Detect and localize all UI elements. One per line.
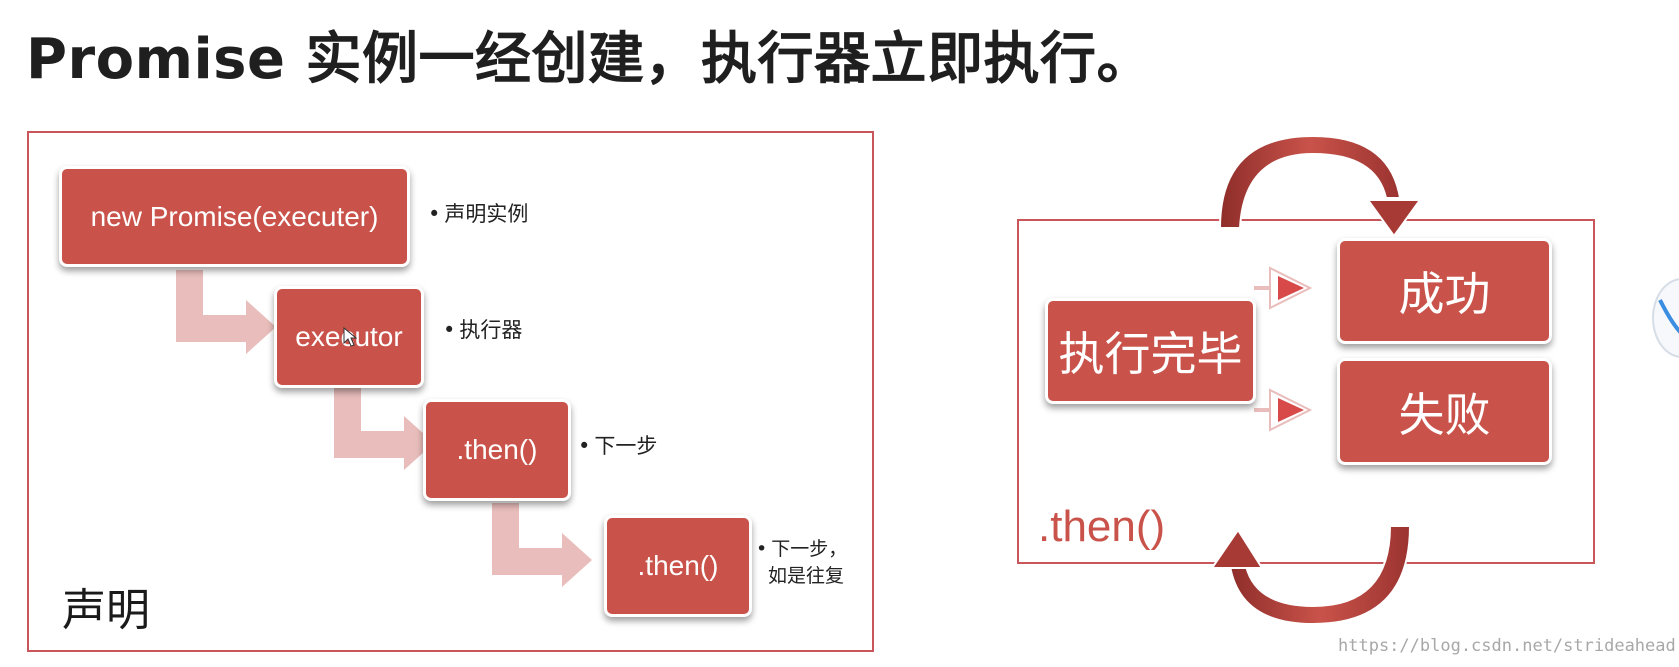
connector-failure	[1254, 388, 1313, 432]
step-then-1: .then()	[423, 399, 571, 501]
then-panel	[1017, 219, 1595, 564]
cycle-arc-bottom-icon	[1210, 525, 1412, 626]
connector-arrow-2	[334, 386, 434, 470]
step-label: .then()	[637, 550, 719, 581]
side-widget-icon[interactable]	[1652, 278, 1679, 358]
step-note-repeat: •下一步， 如是往复	[756, 538, 848, 587]
step-note-executor: •执行器	[443, 318, 523, 342]
cycle-arc-top-icon	[1218, 134, 1422, 238]
box-done: 执行完毕	[1045, 298, 1256, 404]
step-new-promise: new Promise(executer)	[59, 166, 410, 267]
step-note-next: •下一步	[578, 434, 658, 458]
connector-success	[1254, 266, 1313, 310]
step-label: new Promise(executer)	[90, 200, 379, 232]
watermark: https://blog.csdn.net/strideahead	[1338, 636, 1676, 656]
page-title: Promise 实例一经创建，执行器立即执行。	[26, 27, 1153, 92]
mouse-cursor-icon	[343, 327, 357, 347]
step-note-declare: •声明实例	[428, 202, 529, 226]
then-label: .then()	[1038, 502, 1166, 551]
connector-arrow-1	[176, 270, 276, 354]
step-then-2: .then()	[604, 515, 752, 617]
declaration-label: 声明	[62, 585, 150, 636]
connector-arrow-3	[492, 503, 592, 587]
box-success: 成功	[1337, 238, 1552, 344]
declaration-panel	[27, 131, 874, 652]
step-label: .then()	[456, 434, 538, 465]
box-failure: 失败	[1337, 358, 1552, 465]
